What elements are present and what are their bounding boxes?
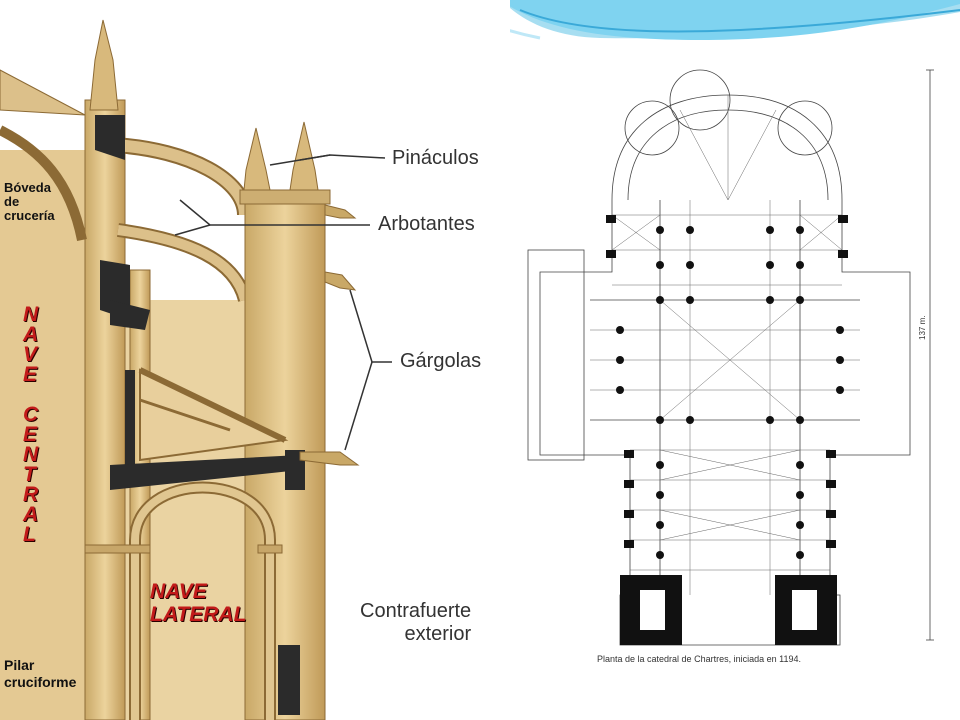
label-gargolas: Gárgolas: [400, 350, 482, 372]
plan-scale-label: 137 m.: [918, 315, 927, 340]
label-nave-lateral: NAVE LATERAL: [150, 580, 247, 626]
label-pilar-cruciforme: Pilar cruciforme: [4, 657, 77, 690]
label-nave-central: N A V E C E N T R A L: [23, 303, 39, 546]
cathedral-cross-section: Bóveda de crucería Pináculos Arbotantes …: [0, 19, 482, 720]
label-boveda-cruceria: Bóveda de crucería: [4, 180, 55, 223]
label-contrafuerte-exterior: Contrafuerte exterior: [360, 600, 472, 645]
label-pinaculos: Pináculos: [392, 147, 479, 169]
plan-caption: Planta de la catedral de Chartres, inici…: [597, 654, 801, 664]
label-arbotantes: Arbotantes: [378, 213, 475, 235]
chartres-floor-plan: [527, 69, 934, 646]
cross-section-illustration: [0, 19, 392, 720]
